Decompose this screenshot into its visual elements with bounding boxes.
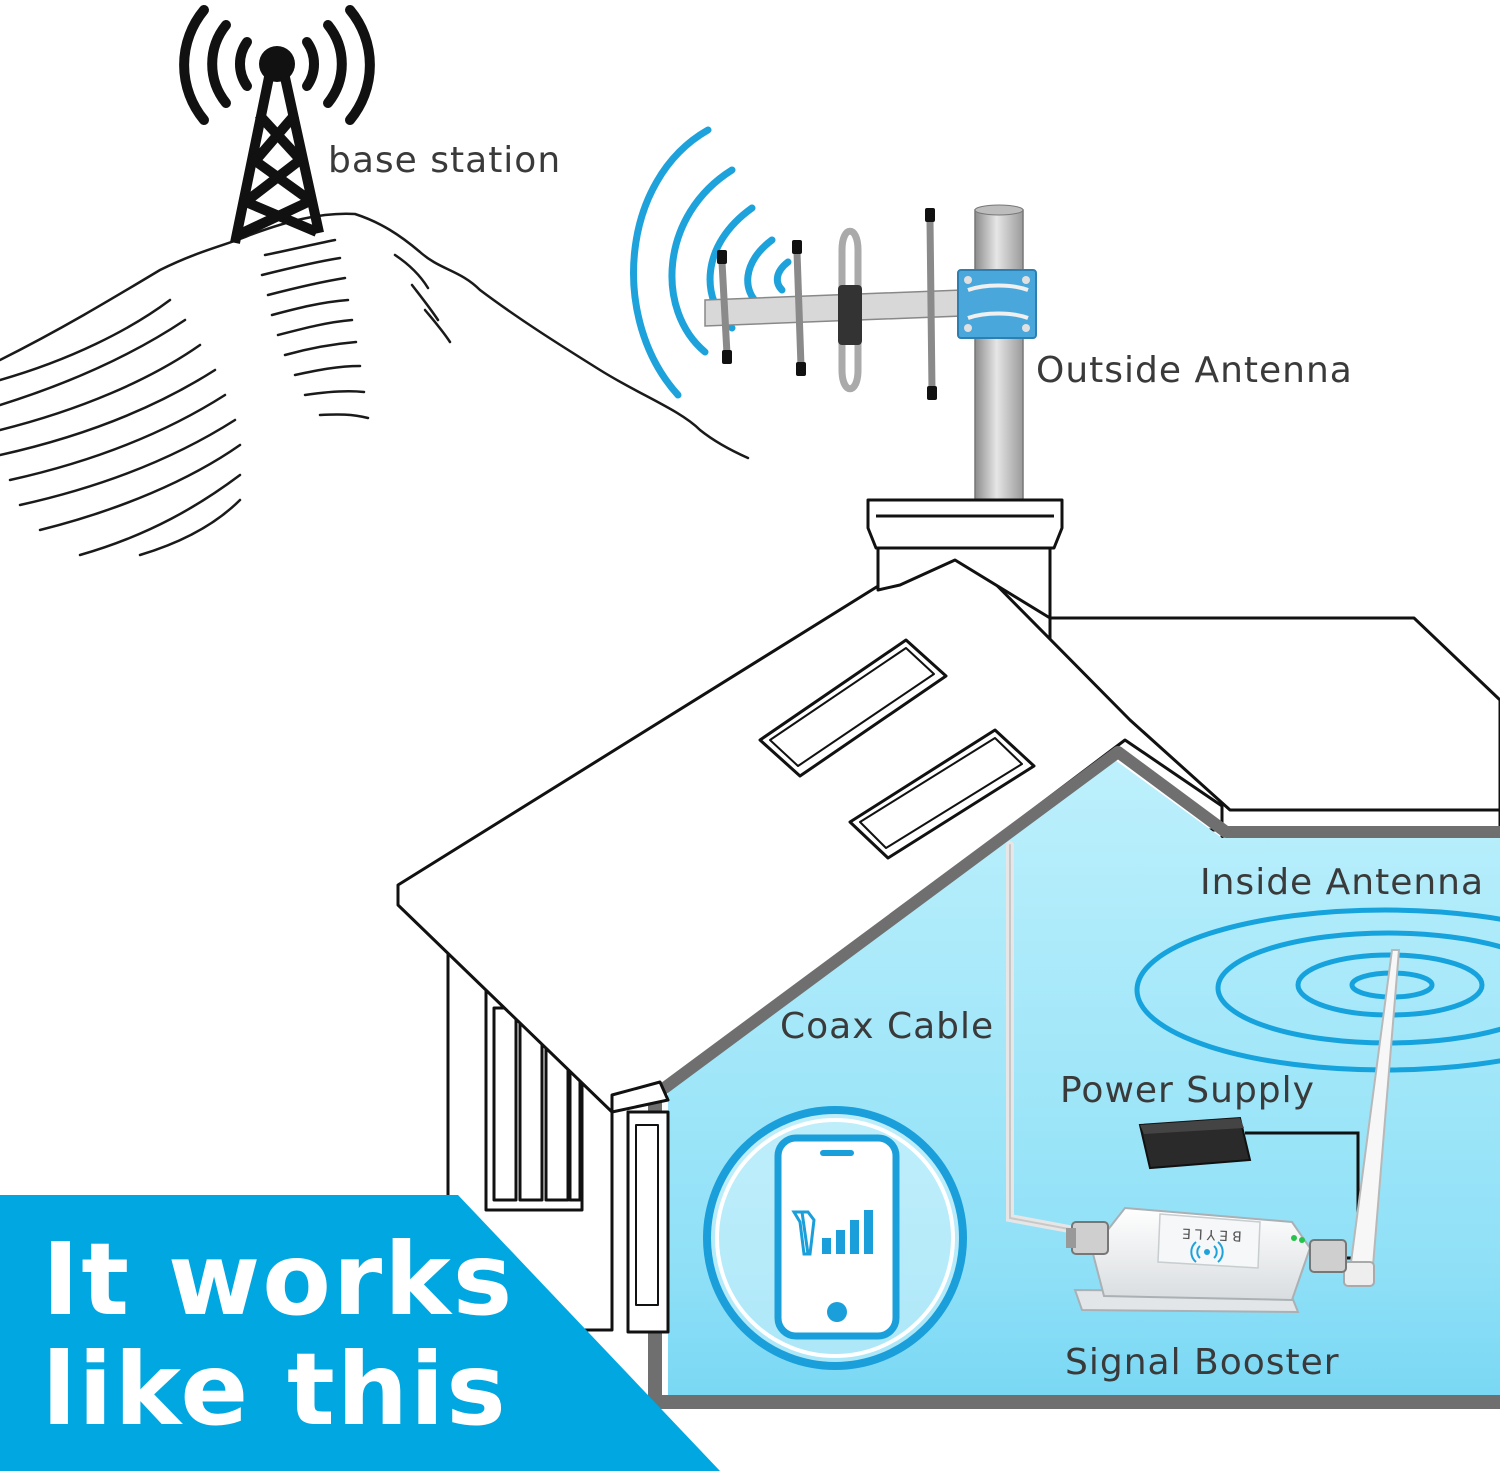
booster-device-icon: BEYLE: [1066, 1206, 1347, 1314]
label-outside-antenna: Outside Antenna: [1036, 350, 1353, 391]
headline-banner: [0, 1195, 720, 1471]
label-inside-antenna: Inside Antenna: [1200, 862, 1485, 903]
label-signal-booster: Signal Booster: [1065, 1342, 1340, 1383]
signal-waves: [630, 126, 792, 399]
label-coax-cable: Coax Cable: [780, 1006, 995, 1047]
cell-tower-icon: [179, 5, 375, 244]
yagi-antenna-icon: [704, 204, 1037, 501]
mountain-illustration: [0, 212, 750, 557]
whip-antenna-icon: [1343, 949, 1401, 1287]
label-base-station: base station: [328, 140, 562, 181]
headline: It works like this: [42, 1225, 514, 1445]
headline-line-1: It works: [42, 1221, 515, 1338]
headline-line-2: like this: [42, 1331, 508, 1448]
booster-brand-text: BEYLE: [1178, 1224, 1242, 1243]
label-power-supply: Power Supply: [1060, 1070, 1315, 1111]
coax-cable: [1006, 841, 1089, 1236]
smartphone-signal-icon: [703, 1106, 967, 1370]
